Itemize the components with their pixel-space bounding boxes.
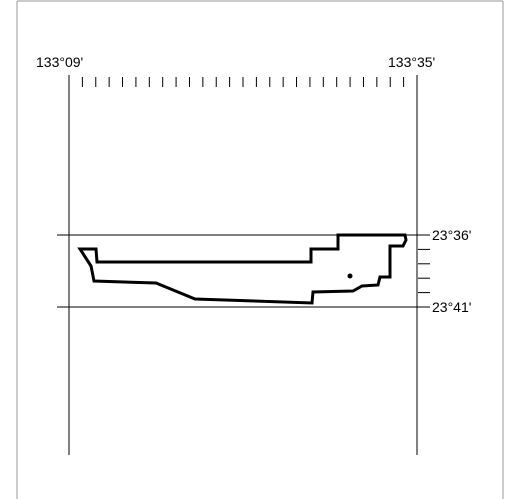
latitude-label-north: 23°36' (432, 227, 471, 243)
island-outline (77, 233, 408, 305)
latitude-tick-group (418, 248, 430, 294)
longitude-label-east: 133°35' (388, 54, 435, 70)
longitude-label-west: 133°09' (36, 54, 83, 70)
islet-dot (347, 273, 353, 279)
latitude-label-south: 23°41' (432, 299, 471, 315)
longitude-tick-group (68, 77, 418, 87)
